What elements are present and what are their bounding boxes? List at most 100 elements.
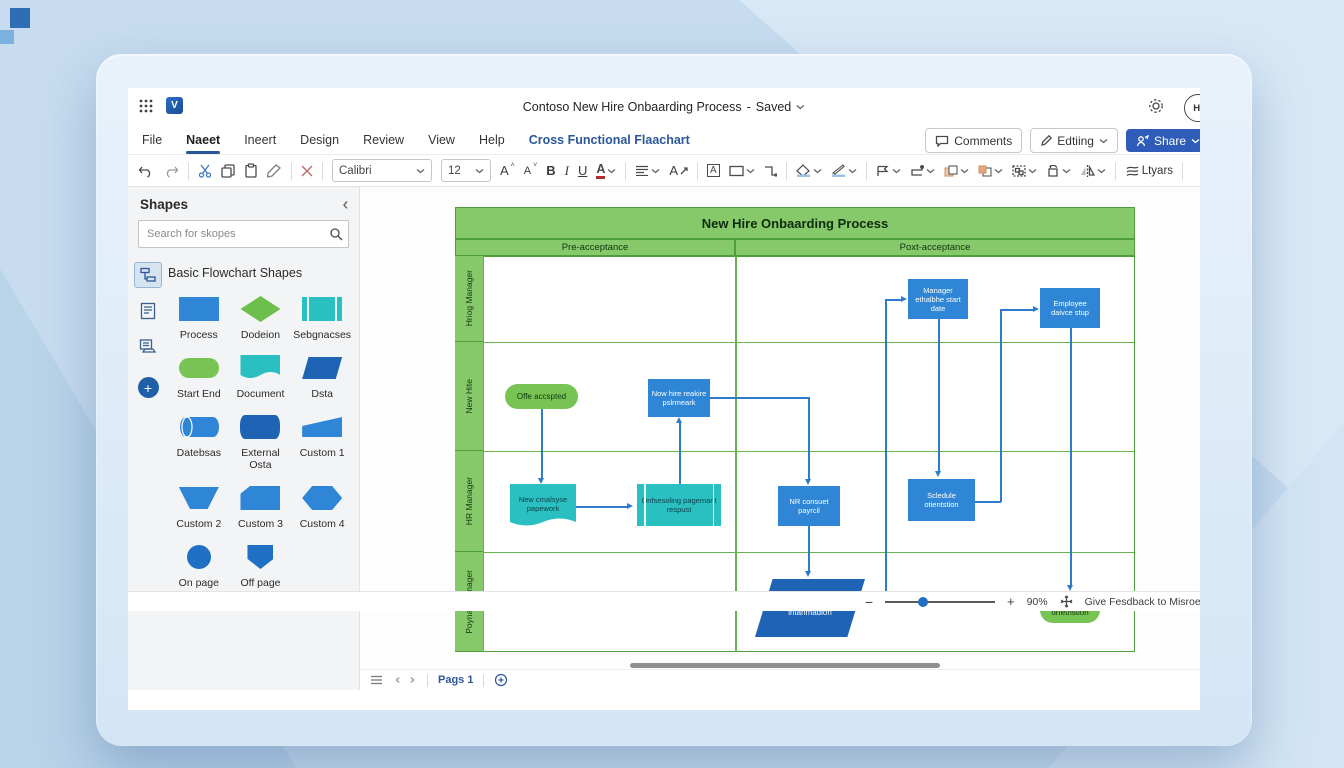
menu-file[interactable]: File	[142, 132, 163, 147]
send-backward-button[interactable]	[978, 165, 1003, 177]
shape-on-page[interactable]: On page	[168, 544, 230, 589]
horizontal-scrollbar[interactable]	[630, 663, 940, 668]
page-tab-1[interactable]: Pags 1	[438, 674, 474, 686]
undo-button[interactable]	[138, 164, 154, 178]
shape-off-page[interactable]: Off page	[230, 544, 292, 589]
shape-custom-2[interactable]: Custom 2	[168, 485, 230, 530]
flip-button[interactable]	[1080, 164, 1106, 177]
node-employee-device-setup[interactable]: Employee daivce stup	[1040, 288, 1100, 328]
font-color-button[interactable]: A	[596, 162, 616, 179]
zoom-slider[interactable]	[885, 596, 995, 607]
node-schedule-orientation[interactable]: Scledule otientstion	[908, 479, 975, 521]
bold-button[interactable]: B	[546, 163, 556, 178]
align-text-button[interactable]	[635, 165, 660, 176]
shapes-search-input[interactable]	[139, 228, 326, 240]
connector-schedule-to-device[interactable]	[1000, 309, 1034, 311]
text-orientation-button[interactable]: A	[669, 163, 688, 178]
share-button[interactable]: Share	[1125, 129, 1200, 152]
italic-button[interactable]: I	[564, 162, 569, 178]
flowchart-title-band[interactable]: New Hire Onbaarding Process	[455, 207, 1135, 239]
next-page-icon[interactable]	[410, 675, 417, 685]
rotate-button[interactable]	[1046, 164, 1071, 177]
position-button[interactable]	[876, 165, 901, 177]
shape-external-data[interactable]: External Osta	[230, 414, 292, 471]
copy-button[interactable]	[221, 163, 235, 178]
menu-help[interactable]: Help	[478, 132, 505, 147]
cut-button[interactable]	[198, 164, 212, 178]
menu-review[interactable]: Review	[363, 132, 405, 147]
connector-returns-to-hr[interactable]	[710, 397, 809, 399]
zoom-in-button[interactable]: +	[1007, 594, 1015, 609]
zoom-level[interactable]: 90%	[1026, 595, 1048, 608]
page-menu-icon[interactable]	[370, 675, 383, 685]
document-title[interactable]: Contoso New Hire Onbaarding Process - Sa…	[523, 88, 805, 125]
stencil-tab-more-shapes[interactable]	[135, 334, 161, 358]
connector-tool-button[interactable]	[764, 165, 777, 177]
search-icon[interactable]	[326, 226, 348, 242]
stencil-tab-page[interactable]	[135, 299, 161, 323]
connector-payroll-to-manager[interactable]	[885, 299, 887, 609]
menu-view[interactable]: View	[428, 132, 455, 147]
lane-hiring-manager[interactable]: Hriog Manager	[455, 256, 483, 342]
phase-post-acceptance[interactable]: Poxt-acceptance	[735, 239, 1135, 256]
connector-schedule-to-device[interactable]	[1000, 309, 1002, 502]
previous-page-icon[interactable]	[393, 675, 400, 685]
add-page-icon[interactable]	[494, 673, 508, 687]
shape-subprocess[interactable]: Sebgnacses	[291, 296, 353, 341]
connector-payroll-to-manager[interactable]	[885, 299, 902, 301]
menu-cross-functional-flowchart[interactable]: Cross Functional Flaachart	[528, 132, 690, 147]
bring-forward-button[interactable]	[944, 165, 969, 177]
visio-logo-icon[interactable]: V	[166, 97, 183, 114]
fill-color-button[interactable]	[795, 164, 822, 177]
shape-process[interactable]: Process	[168, 296, 230, 341]
shape-custom-1[interactable]: Custom 1	[291, 414, 353, 471]
group-button[interactable]	[1012, 164, 1037, 177]
comments-button[interactable]: Comments	[925, 128, 1023, 153]
layers-button[interactable]: Ltyars	[1125, 165, 1173, 177]
connector-request-to-returns[interactable]	[679, 421, 681, 484]
shape-database[interactable]: Datebsas	[168, 414, 230, 471]
connector-offer-to-paperwork[interactable]	[541, 409, 543, 479]
shape-custom-4[interactable]: Custom 4	[291, 485, 353, 530]
shape-document[interactable]: Document	[230, 355, 292, 400]
connector-style-button[interactable]	[910, 164, 935, 177]
delete-button[interactable]	[301, 165, 313, 177]
feedback-link[interactable]: Give Fesdback to Misroev	[1084, 595, 1200, 608]
node-new-hire-returns-paperwork[interactable]: Now hire reakire pslrmeark	[648, 379, 710, 417]
font-family-select[interactable]: Calibri	[332, 159, 432, 182]
node-onboarding-paperwork-request[interactable]: Onfsesoling pagemant respust	[637, 484, 721, 526]
collapse-panel-icon[interactable]	[338, 201, 349, 209]
connector-schedule-to-device[interactable]	[975, 501, 1001, 503]
font-size-select[interactable]: 12	[441, 159, 491, 182]
shape-start-end[interactable]: Start End	[168, 355, 230, 400]
redo-button[interactable]	[163, 164, 179, 178]
connector-device-to-firstday[interactable]	[1070, 328, 1072, 587]
stencil-tab-flowchart[interactable]	[134, 262, 162, 288]
menu-home[interactable]: Naeet	[186, 132, 221, 154]
menu-insert[interactable]: Ineert	[244, 132, 277, 147]
node-manager-establishes-start-date[interactable]: Manager ethalbhe start date	[908, 279, 968, 319]
node-offer-accepted[interactable]: Offe accspted	[505, 384, 578, 409]
shape-data[interactable]: Dsta	[291, 355, 353, 400]
node-hr-contacts-payroll[interactable]: NR consuet payrcil	[778, 486, 840, 526]
menu-design[interactable]: Design	[300, 132, 340, 147]
line-color-button[interactable]	[831, 164, 857, 177]
editing-mode-button[interactable]: Edtiing	[1030, 128, 1118, 153]
paste-button[interactable]	[244, 163, 258, 178]
connector-paperwork-to-request[interactable]	[576, 506, 628, 508]
app-launcher-waffle-icon[interactable]	[138, 98, 154, 114]
text-box-button[interactable]: A	[707, 164, 720, 177]
grow-font-button[interactable]: A˄	[500, 162, 515, 178]
lane-hr-manager[interactable]: HR Manager	[455, 451, 483, 552]
phase-pre-acceptance[interactable]: Pre-acceptance	[455, 239, 735, 256]
account-avatar[interactable]: HI	[1184, 94, 1200, 122]
fit-page-icon[interactable]	[1060, 595, 1073, 608]
add-stencil-button[interactable]: +	[137, 377, 159, 398]
format-painter-button[interactable]	[267, 163, 282, 178]
change-shape-button[interactable]	[729, 165, 755, 177]
shape-decision[interactable]: Dodeion	[230, 296, 292, 341]
lane-new-hire[interactable]: New Hite	[455, 342, 483, 451]
settings-gear-icon[interactable]	[1148, 98, 1164, 114]
connector-returns-to-hr[interactable]	[808, 397, 810, 480]
drawing-canvas[interactable]: New Hire Onbaarding Process Pre-acceptan…	[360, 187, 1200, 669]
